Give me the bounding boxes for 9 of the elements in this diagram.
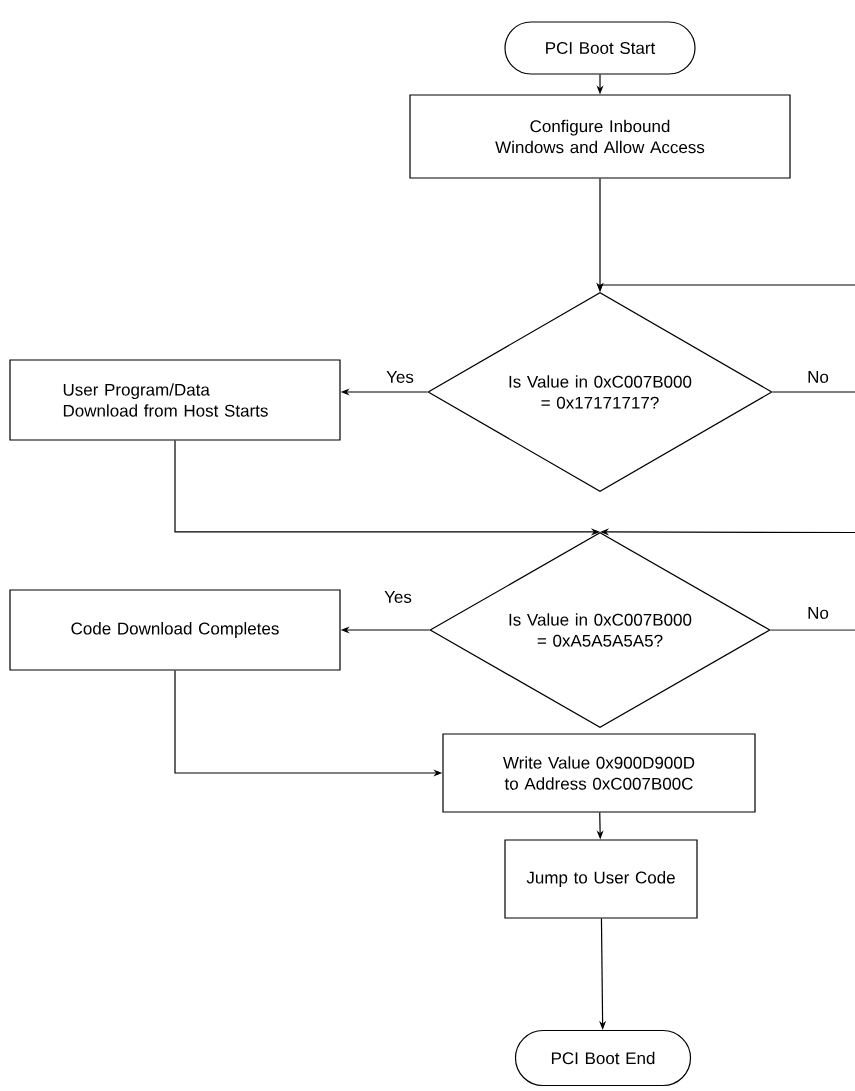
edge-label: Yes — [383, 590, 413, 604]
edge-label: No — [806, 606, 830, 620]
edge-label: Yes — [385, 370, 415, 384]
process-box: Code Download Completes — [9, 589, 341, 671]
process-box: Write Value 0x900D900D to Address 0xC007B00C — [442, 733, 756, 813]
edge-label: No — [806, 370, 830, 384]
process-box: Configure Inbound Windows and Allow Access — [409, 94, 791, 179]
process-box: Jump to User Code — [504, 839, 698, 919]
process-box: User Program/Data Download from Host Starts — [9, 359, 341, 441]
